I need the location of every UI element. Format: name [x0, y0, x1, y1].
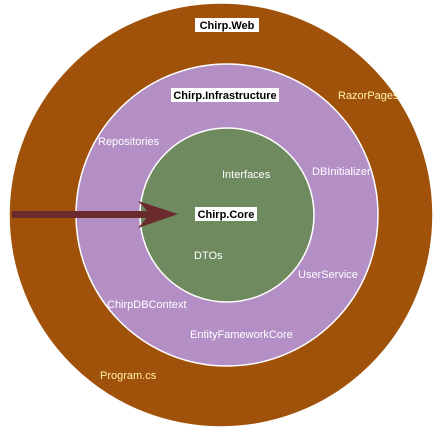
infra-item-chirp-db-context: ChirpDBContext	[107, 299, 186, 311]
core-title-box	[195, 207, 257, 221]
web-title-box	[195, 18, 259, 32]
web-title: Chirp.Web	[200, 20, 255, 32]
web-item-program: Program.cs	[100, 370, 157, 382]
infra-item-user-service: UserService	[298, 269, 358, 281]
infrastructure-title: Chirp.Infrastructure	[173, 90, 276, 102]
infrastructure-title-box	[171, 88, 279, 102]
infra-item-entity-framework-core: EntityFameworkCore	[190, 329, 293, 341]
web-item-razor-pages: RazorPages	[338, 90, 399, 102]
infra-item-repositories: Repositories	[98, 136, 160, 148]
core-item-interfaces: Interfaces	[222, 169, 271, 181]
core-item-dtos: DTOs	[194, 250, 223, 262]
dependency-arrow	[12, 201, 178, 228]
core-title: Chirp.Core	[198, 209, 255, 221]
infra-item-db-initializer: DBInitializer	[312, 166, 371, 178]
